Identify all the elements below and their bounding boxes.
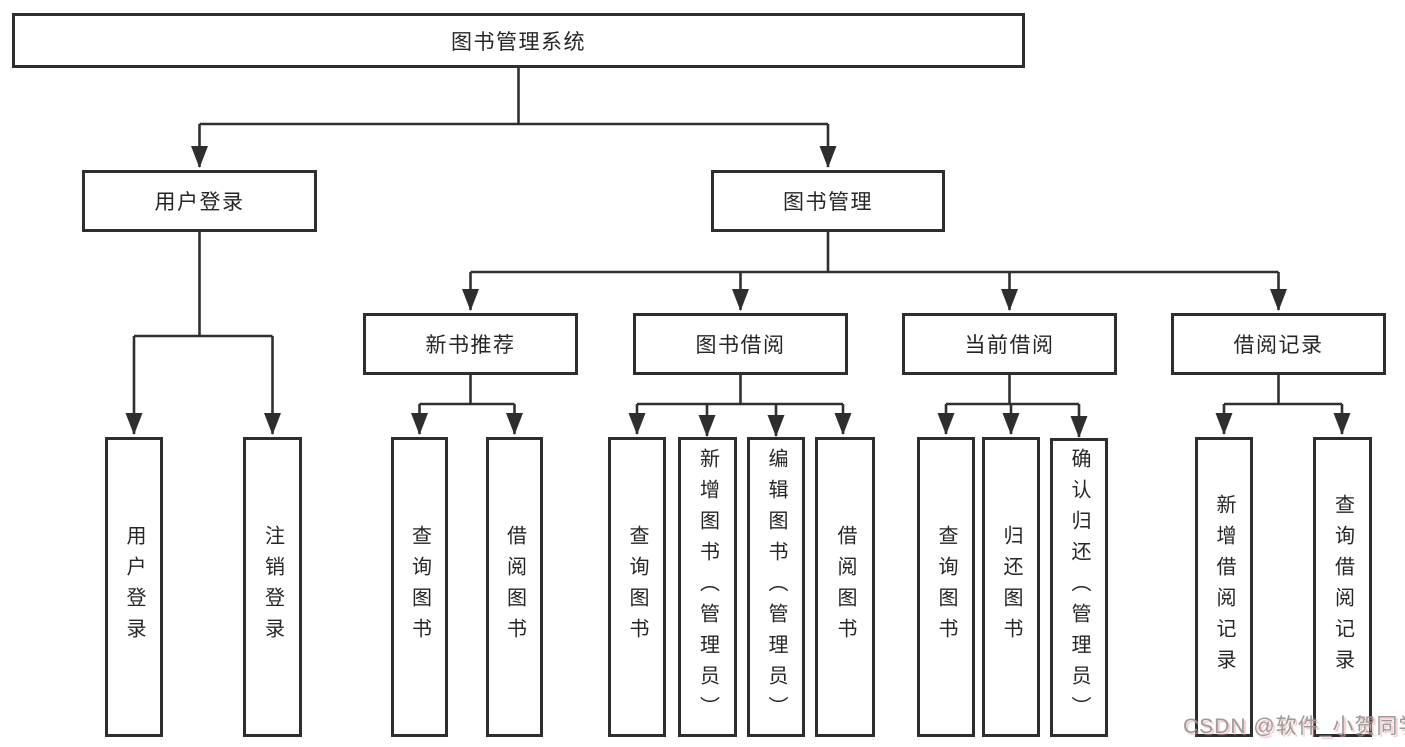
node-bor-query-books: 查询图书 bbox=[608, 437, 666, 737]
node-new-book-rec: 新书推荐 bbox=[363, 313, 578, 375]
node-bor-query-books-label: 查询图书 bbox=[626, 525, 648, 649]
node-logout: 注销登录 bbox=[243, 437, 302, 737]
node-user-login-group-label: 用户登录 bbox=[154, 191, 245, 214]
connector-trunks bbox=[134, 68, 1342, 406]
node-cur-return-books: 归还图书 bbox=[982, 437, 1040, 737]
node-book-borrow-label: 图书借阅 bbox=[695, 334, 786, 357]
node-bor-add-books: 新增图书（管理员） bbox=[678, 437, 737, 737]
node-log-add-record-label: 新增借阅记录 bbox=[1213, 494, 1235, 680]
node-user-login-label: 用户登录 bbox=[123, 525, 145, 649]
node-bor-borrow-books-label: 借阅图书 bbox=[834, 525, 856, 649]
node-log-query-record: 查询借阅记录 bbox=[1313, 437, 1372, 737]
node-current-borrow: 当前借阅 bbox=[902, 313, 1117, 375]
node-rec-borrow-books: 借阅图书 bbox=[486, 437, 543, 737]
node-cur-query-books: 查询图书 bbox=[917, 437, 975, 737]
node-root-label: 图书管理系统 bbox=[451, 30, 586, 54]
node-cur-return-books-label: 归还图书 bbox=[1000, 525, 1022, 649]
node-rec-query-books-label: 查询图书 bbox=[408, 525, 431, 649]
node-log-query-record-label: 查询借阅记录 bbox=[1331, 494, 1354, 680]
node-book-mgmt-label: 图书管理 bbox=[783, 191, 873, 214]
node-bor-borrow-books: 借阅图书 bbox=[815, 437, 875, 737]
node-book-mgmt: 图书管理 bbox=[711, 170, 945, 232]
node-rec-borrow-books-label: 借阅图书 bbox=[503, 525, 526, 649]
node-current-borrow-label: 当前借阅 bbox=[964, 334, 1055, 357]
node-cur-confirm-return-label: 确认归还（管理员） bbox=[1068, 448, 1090, 727]
node-bor-add-books-label: 新增图书（管理员） bbox=[696, 447, 719, 727]
node-root: 图书管理系统 bbox=[12, 13, 1025, 68]
node-log-add-record: 新增借阅记录 bbox=[1195, 437, 1253, 737]
node-logout-label: 注销登录 bbox=[261, 525, 284, 649]
csdn-watermark: CSDN @软件_小贺同学 bbox=[1183, 715, 1405, 738]
node-bor-edit-books-label: 编辑图书（管理员） bbox=[765, 447, 787, 727]
node-book-borrow: 图书借阅 bbox=[633, 313, 848, 375]
node-borrow-records-label: 借阅记录 bbox=[1233, 334, 1324, 357]
node-rec-query-books: 查询图书 bbox=[391, 437, 448, 737]
node-bor-edit-books: 编辑图书（管理员） bbox=[747, 437, 805, 737]
node-cur-confirm-return: 确认归还（管理员） bbox=[1050, 438, 1108, 737]
node-user-login: 用户登录 bbox=[105, 437, 163, 737]
node-new-book-rec-label: 新书推荐 bbox=[425, 334, 516, 357]
node-cur-query-books-label: 查询图书 bbox=[935, 525, 957, 649]
node-borrow-records: 借阅记录 bbox=[1171, 313, 1386, 375]
node-user-login-group: 用户登录 bbox=[82, 170, 317, 232]
